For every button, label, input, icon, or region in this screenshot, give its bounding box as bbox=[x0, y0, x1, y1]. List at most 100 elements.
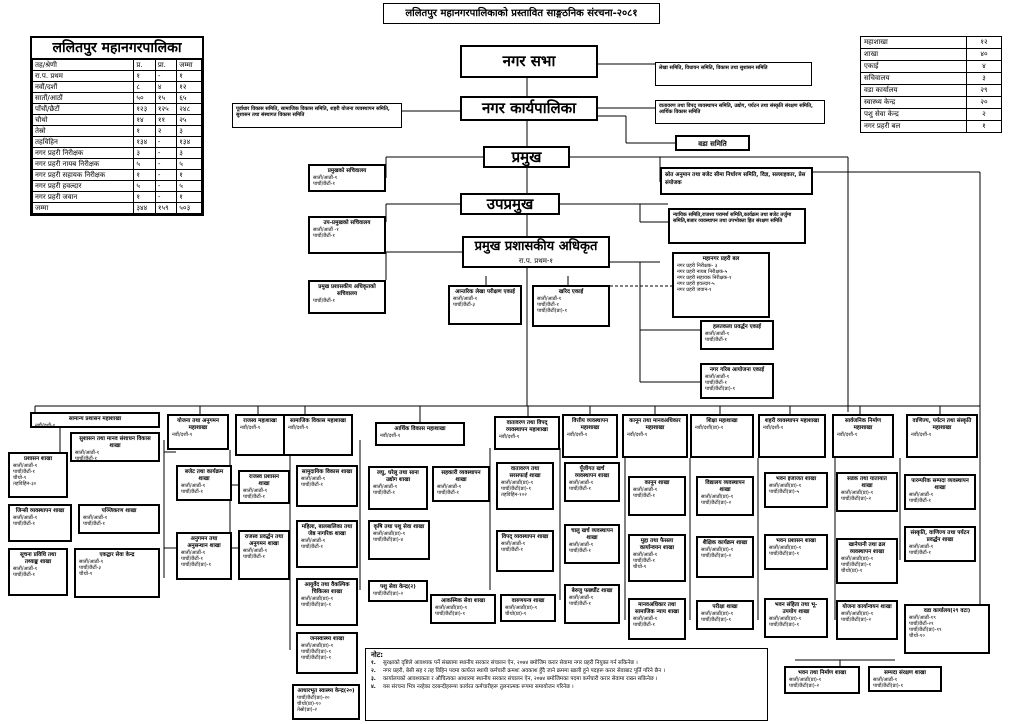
section-box-post: तहविहिन-३० bbox=[13, 481, 37, 487]
section-box-post: पाचौं/छैटौं(प्रा)-४ bbox=[373, 537, 404, 543]
table-cell: सातौं/आठौं bbox=[31, 92, 135, 104]
section-box-post: सातौं/आठौं(प्रा)-१ bbox=[701, 611, 734, 617]
section-box-post: चौथो-१० bbox=[909, 633, 925, 639]
secretariat-cao-post: पाचौं/छैटौं-१ bbox=[313, 298, 336, 304]
table-cell: एकाई bbox=[860, 60, 967, 73]
table-cell: ३ bbox=[966, 72, 1002, 85]
note-text: नगर प्रहरी, बेसी सह र तह विहिन पदमा कार्… bbox=[383, 668, 665, 674]
col-header: जम्मा bbox=[176, 59, 202, 71]
section-box-title: सम्पदा संरक्षण शाखा bbox=[884, 670, 926, 676]
section-box-post: सातौं/आठौं-१ bbox=[75, 450, 100, 456]
section-box-post: सातौं/आठौं-१ bbox=[437, 484, 462, 490]
section-box-title: पूँजीगत खर्च व्यवस्थापन शाखा bbox=[574, 466, 610, 479]
section-box-title: वडा कार्यालय(२९ वटा) bbox=[923, 608, 971, 614]
section-box-post: सातौं/आठौं(प्रा)-१ bbox=[301, 596, 334, 602]
section-box-post: चौथो-१ bbox=[13, 475, 27, 481]
division-box: सामान्य प्रशासन महाशाखानवौं/दशौं-१ bbox=[30, 412, 160, 428]
section-box-post: सातौं/आठौं-१ bbox=[181, 483, 206, 489]
section-box-title: जिन्सी व्यवस्थापन शाखा bbox=[15, 508, 65, 514]
section-box-post: पाचौं/छैटौं(प्रा)-१ bbox=[873, 683, 904, 689]
division-box-post: नवौं/दशौं-१ bbox=[499, 434, 520, 440]
section-box-title: कृषि तथा पशु सेवा शाखा bbox=[373, 524, 425, 530]
section-box: सुशासन तथा मानव संशाधन विकास शाखासातौं/आ… bbox=[70, 432, 160, 462]
table-cell: १ bbox=[133, 169, 156, 181]
section-box-post: सातौं/आठौं-१ bbox=[13, 566, 38, 572]
division-box-title: वातावरण तथा विपद् व्यवस्थापन महाशाखा bbox=[506, 420, 548, 433]
secretariat-pramukh-post: पाचौं/छैटौं-१ bbox=[313, 181, 336, 187]
table-cell: १ bbox=[133, 191, 156, 203]
table-cell: ५० bbox=[133, 92, 156, 104]
table-cell: ३ bbox=[133, 147, 156, 159]
division-box-title: वित्तीय व्यवस्थापन महाशाखा bbox=[571, 418, 609, 431]
table-cell: ४ bbox=[154, 81, 178, 93]
section-box-post: पाचौं/छैटौं(प्रा)-१ bbox=[301, 602, 332, 608]
table-cell: ५ bbox=[133, 158, 156, 170]
division-box-title: शहरी व्यवस्थापन महाशाखा bbox=[764, 418, 820, 424]
section-box: राजस्व प्रवर्द्धन तथा अनुगमन शाखासातौं/आ… bbox=[238, 530, 290, 580]
table-cell: १ bbox=[133, 70, 156, 82]
section-box-post: पाचौं/छैटौं(प्रा)-२ bbox=[841, 617, 872, 623]
section-box-post: सातौं/आठौं(प्रा)-१ bbox=[505, 605, 538, 611]
summary-table-title: ललितपुर महानगरपालिका bbox=[32, 38, 202, 59]
section-box-title: आकस्मिक सेवा शाखा bbox=[440, 598, 486, 604]
table-cell: - bbox=[154, 158, 178, 170]
table-cell: ३४४ bbox=[133, 202, 156, 214]
section-box-post: सातौं/आठौं-१ bbox=[243, 488, 268, 494]
table-cell: १४ bbox=[133, 114, 156, 126]
section-box-post: सातौं/आठौं-१ bbox=[373, 484, 398, 490]
table-cell: २० bbox=[966, 96, 1002, 109]
section-box-post: चौथो(प्रा)-१ bbox=[841, 568, 863, 574]
notes-box: नोट: १.सुरक्षाको दृष्टिले आवश्यक पर्ने स… bbox=[365, 648, 768, 721]
section-box-post: सातौं/आठौं-१ bbox=[909, 492, 934, 498]
section-box: योजना कार्यान्वयन शाखासातौं/आठौं(प्रा)-१… bbox=[836, 600, 898, 640]
table-cell: - bbox=[154, 180, 178, 192]
unit-heritage-post: सातौं/आठौं-१ bbox=[705, 331, 730, 337]
section-box-post: सातौं/आठौं(प्रा)-१ bbox=[701, 547, 734, 553]
secretariat-upapramukh-post: सातौं/आठौं -१ bbox=[313, 227, 339, 233]
table-cell: १३४ bbox=[176, 136, 202, 148]
section-box-post: सातौं/आठौं(प्रा)-१ bbox=[789, 677, 822, 683]
section-box-title: भवन तथा निर्माण शाखा bbox=[797, 670, 847, 676]
secretariat-pramukh-title: प्रमुखको सचिवालय bbox=[327, 168, 367, 174]
unit-procurement-post: सातौं/आठौं-१ bbox=[537, 296, 562, 302]
section-box: पारम्परिक सम्पदा व्यवस्थापन शाखासातौं/आठ… bbox=[904, 474, 976, 510]
karyapalika-committees-left: पूर्वाधार विकास समिति, सामाजिक विकास समि… bbox=[232, 103, 402, 128]
section-box-title: परीक्षा शाखा bbox=[712, 604, 738, 610]
section-box: मानवअधिकार तथा सामाजिक न्याय शाखासातौं/आ… bbox=[628, 598, 686, 640]
section-box: महिला, बालबालिका तथा जेष्ठ नागरिक शाखासा… bbox=[296, 520, 358, 568]
table-cell: महाशाखा bbox=[860, 36, 967, 49]
section-box-post: तेस्रो(प्रा)-२ bbox=[297, 707, 318, 713]
note-item: ३.कार्यालयको आवश्यकता र औचित्यका आधारमा … bbox=[371, 675, 762, 683]
section-box-post: सातौं/आठौं(प्रा)-१ bbox=[841, 611, 874, 617]
division-box: वातावरण तथा विपद् व्यवस्थापन महाशाखानवौं… bbox=[494, 416, 560, 450]
section-box-post: चौथो(प्रा)-१० bbox=[297, 701, 322, 707]
section-box-title: भवन प्रशासन शाखा bbox=[776, 538, 816, 544]
cao-title: प्रमुख प्रशासकीय अधिकृत bbox=[474, 239, 598, 254]
pramukh-box: प्रमुख bbox=[483, 146, 570, 168]
section-box-post: पाचौं/छैटौं-१ bbox=[181, 556, 204, 562]
secretariat-upapramukh-title: उप-प्रमुखको सचिवालय bbox=[323, 220, 371, 226]
section-box-title: सडक तथा यातायात शाखा bbox=[847, 476, 887, 489]
unit-procurement-post: पाचौं/छैटौं(प्रा)-१ bbox=[537, 308, 568, 314]
table-header-row: तह/श्रेणी प्र. प्रा. जम्मा bbox=[31, 59, 202, 71]
section-box-post: सातौं/आठौं-१ bbox=[501, 541, 526, 547]
unit-poverty-post: पाचौं/छैटौं(प्रा)-१ bbox=[705, 386, 736, 392]
table-cell: नगर प्रहरी बल bbox=[860, 120, 967, 133]
staff-summary-table: ललितपुर महानगरपालिका तह/श्रेणी प्र. प्रा… bbox=[30, 36, 204, 216]
unit-procurement-title: खरिद एकाई bbox=[558, 289, 584, 295]
table-cell: - bbox=[154, 70, 178, 82]
notes-label: नोट: bbox=[371, 651, 384, 659]
unit-poverty-post: सातौं/आठौं-१ bbox=[705, 374, 730, 380]
